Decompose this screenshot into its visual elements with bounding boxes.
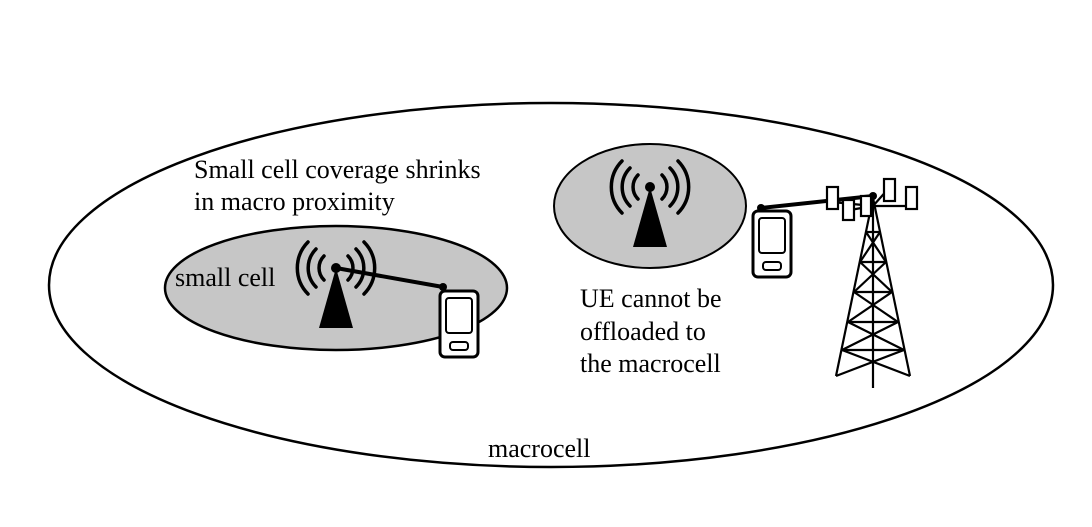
label-small-cell: small cell [175,263,276,292]
ue-phone-icon [438,289,480,359]
link-endpoint [439,283,447,291]
macro-tower-icon [825,177,919,388]
label-ue-line1: UE cannot be [580,284,722,313]
link-ue-to-macro [760,194,874,210]
label-shrink-line2: in macro proximity [194,187,395,216]
label-ue-line2: offloaded to [580,317,706,346]
ue-phone-icon [751,209,793,279]
label-ue-line3: the macrocell [580,349,721,378]
small-cell-antenna-icon [609,159,691,247]
label-macrocell: macrocell [488,434,591,463]
small-cell-antenna-icon [295,240,377,328]
link-small-cell-to-ue [335,266,444,289]
macrocell-boundary [47,101,1055,469]
label-shrink-line1: Small cell coverage shrinks [194,155,481,184]
